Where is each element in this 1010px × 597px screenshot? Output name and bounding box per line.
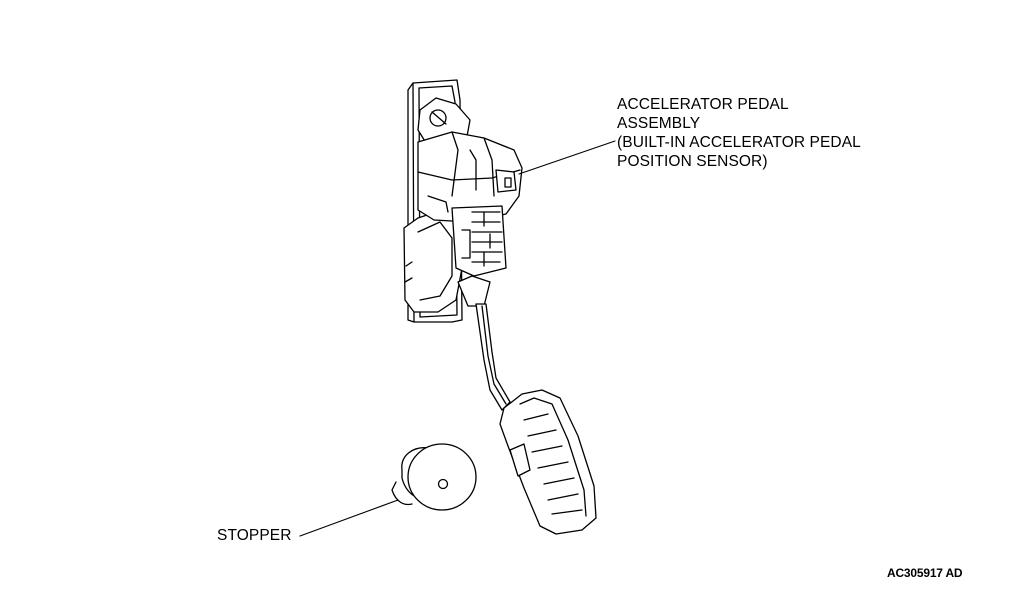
stopper-illustration [391,443,477,511]
housing-ribs [427,195,507,277]
stopper-label: STOPPER [217,527,292,544]
assembly-label-line-3: (BUILT-IN ACCELERATOR PEDAL [617,134,861,151]
pedal-arm [457,275,511,411]
pedal-housing [417,131,523,223]
figure-id: AC305917 AD [887,566,963,580]
assembly-label-line-1: ACCELERATOR PEDAL [617,96,789,113]
assembly-callout: ACCELERATOR PEDAL ASSEMBLY (BUILT-IN ACC… [617,95,861,171]
assembly-label-line-2: ASSEMBLY [617,115,701,132]
assembly-leader-line [518,140,616,175]
stopper-leader-line [299,499,399,537]
assembly-label-line-4: POSITION SENSOR) [617,153,768,170]
pedal-pad [499,389,597,535]
